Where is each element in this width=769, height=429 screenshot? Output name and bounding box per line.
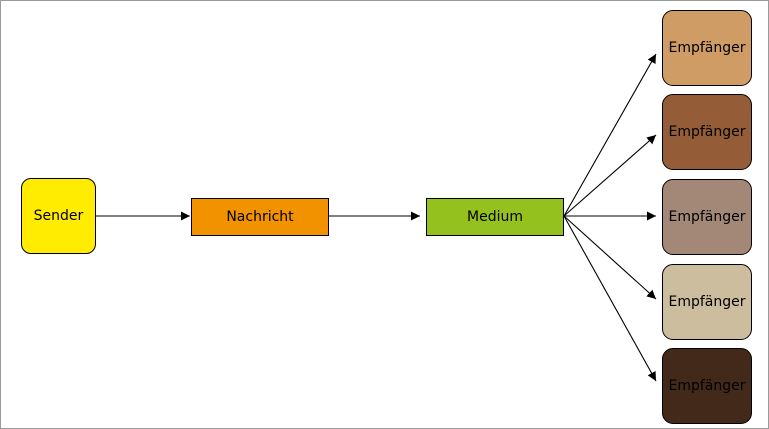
receiver-node-1: Empfänger (662, 10, 752, 86)
receiver-node-5: Empfänger (662, 348, 752, 424)
message-node: Nachricht (191, 198, 329, 236)
medium-node: Medium (426, 198, 564, 236)
receiver-node-4: Empfänger (662, 264, 752, 340)
receiver-node-3: Empfänger (662, 179, 752, 255)
arrow-medium-to-receiver-4 (563, 215, 657, 300)
arrow-medium-to-receiver-5 (563, 215, 657, 382)
receiver-node-2: Empfänger (662, 94, 752, 170)
arrow-medium-to-receiver-2 (563, 134, 657, 217)
arrow-medium-to-receiver-1 (563, 53, 657, 217)
sender-node: Sender (21, 178, 96, 254)
